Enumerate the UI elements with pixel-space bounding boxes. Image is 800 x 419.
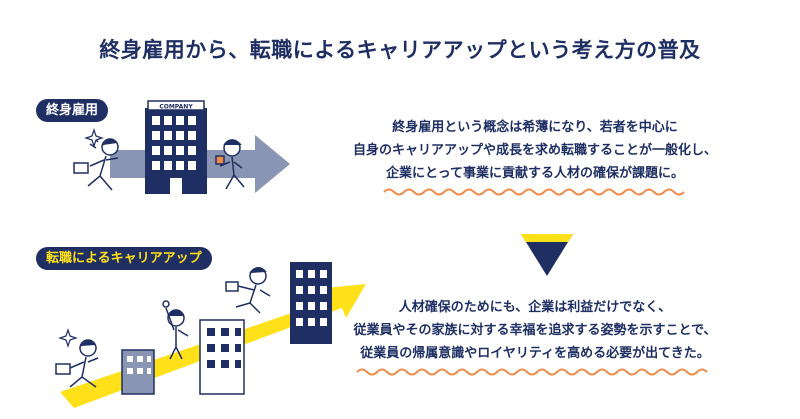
medium-building	[199, 319, 245, 395]
orange-wave-underline-2	[356, 368, 708, 376]
text-line: 人材確保のためにも、企業は利益だけでなく、	[398, 300, 672, 315]
page-title: 終身雇用から、転職によるキャリアアップという考え方の普及	[99, 38, 701, 62]
cheering-person-middle	[162, 300, 189, 360]
text-line-highlight: 従業員の帰属意識やロイヤリティを高める必要が出てきた。	[360, 346, 710, 361]
small-building	[121, 349, 155, 395]
down-arrow-icon	[521, 234, 573, 276]
text-line: 終身雇用という概念は希薄になり、若者を中心に	[392, 120, 678, 135]
badge-career-up: 転職によるキャリアアップ	[36, 247, 212, 270]
text-block-lifetime-employment: 終身雇用という概念は希薄になり、若者を中心に 自身のキャリアアップや成長を求め転…	[300, 116, 770, 185]
jumping-person-top	[225, 267, 271, 314]
tall-building	[290, 262, 332, 344]
running-person-bottom	[55, 339, 99, 388]
sparkle-icon	[58, 328, 78, 348]
text-block-career-up: 人材確保のためにも、企業は利益だけでなく、 従業員やその家族に対する幸福を追求す…	[300, 296, 770, 365]
company-building: COMPANY	[145, 100, 207, 194]
sparkle-icon	[84, 128, 104, 148]
running-person-left	[73, 135, 119, 191]
badge-career-up-label: 転職によるキャリアアップ	[46, 251, 202, 266]
running-person-right	[215, 139, 245, 190]
text-line: 自身のキャリアアップや成長を求め転職することが一般化し、	[352, 143, 717, 158]
company-sign: COMPANY	[159, 104, 193, 111]
text-line: 従業員やその家族に対する幸福を追求する姿勢を示すことで、	[353, 323, 717, 338]
badge-lifetime-employment: 終身雇用	[36, 99, 109, 122]
orange-wave-underline-1	[383, 188, 685, 196]
text-line-highlight: 企業にとって事業に貢献する人材の確保が課題に。	[386, 166, 684, 181]
